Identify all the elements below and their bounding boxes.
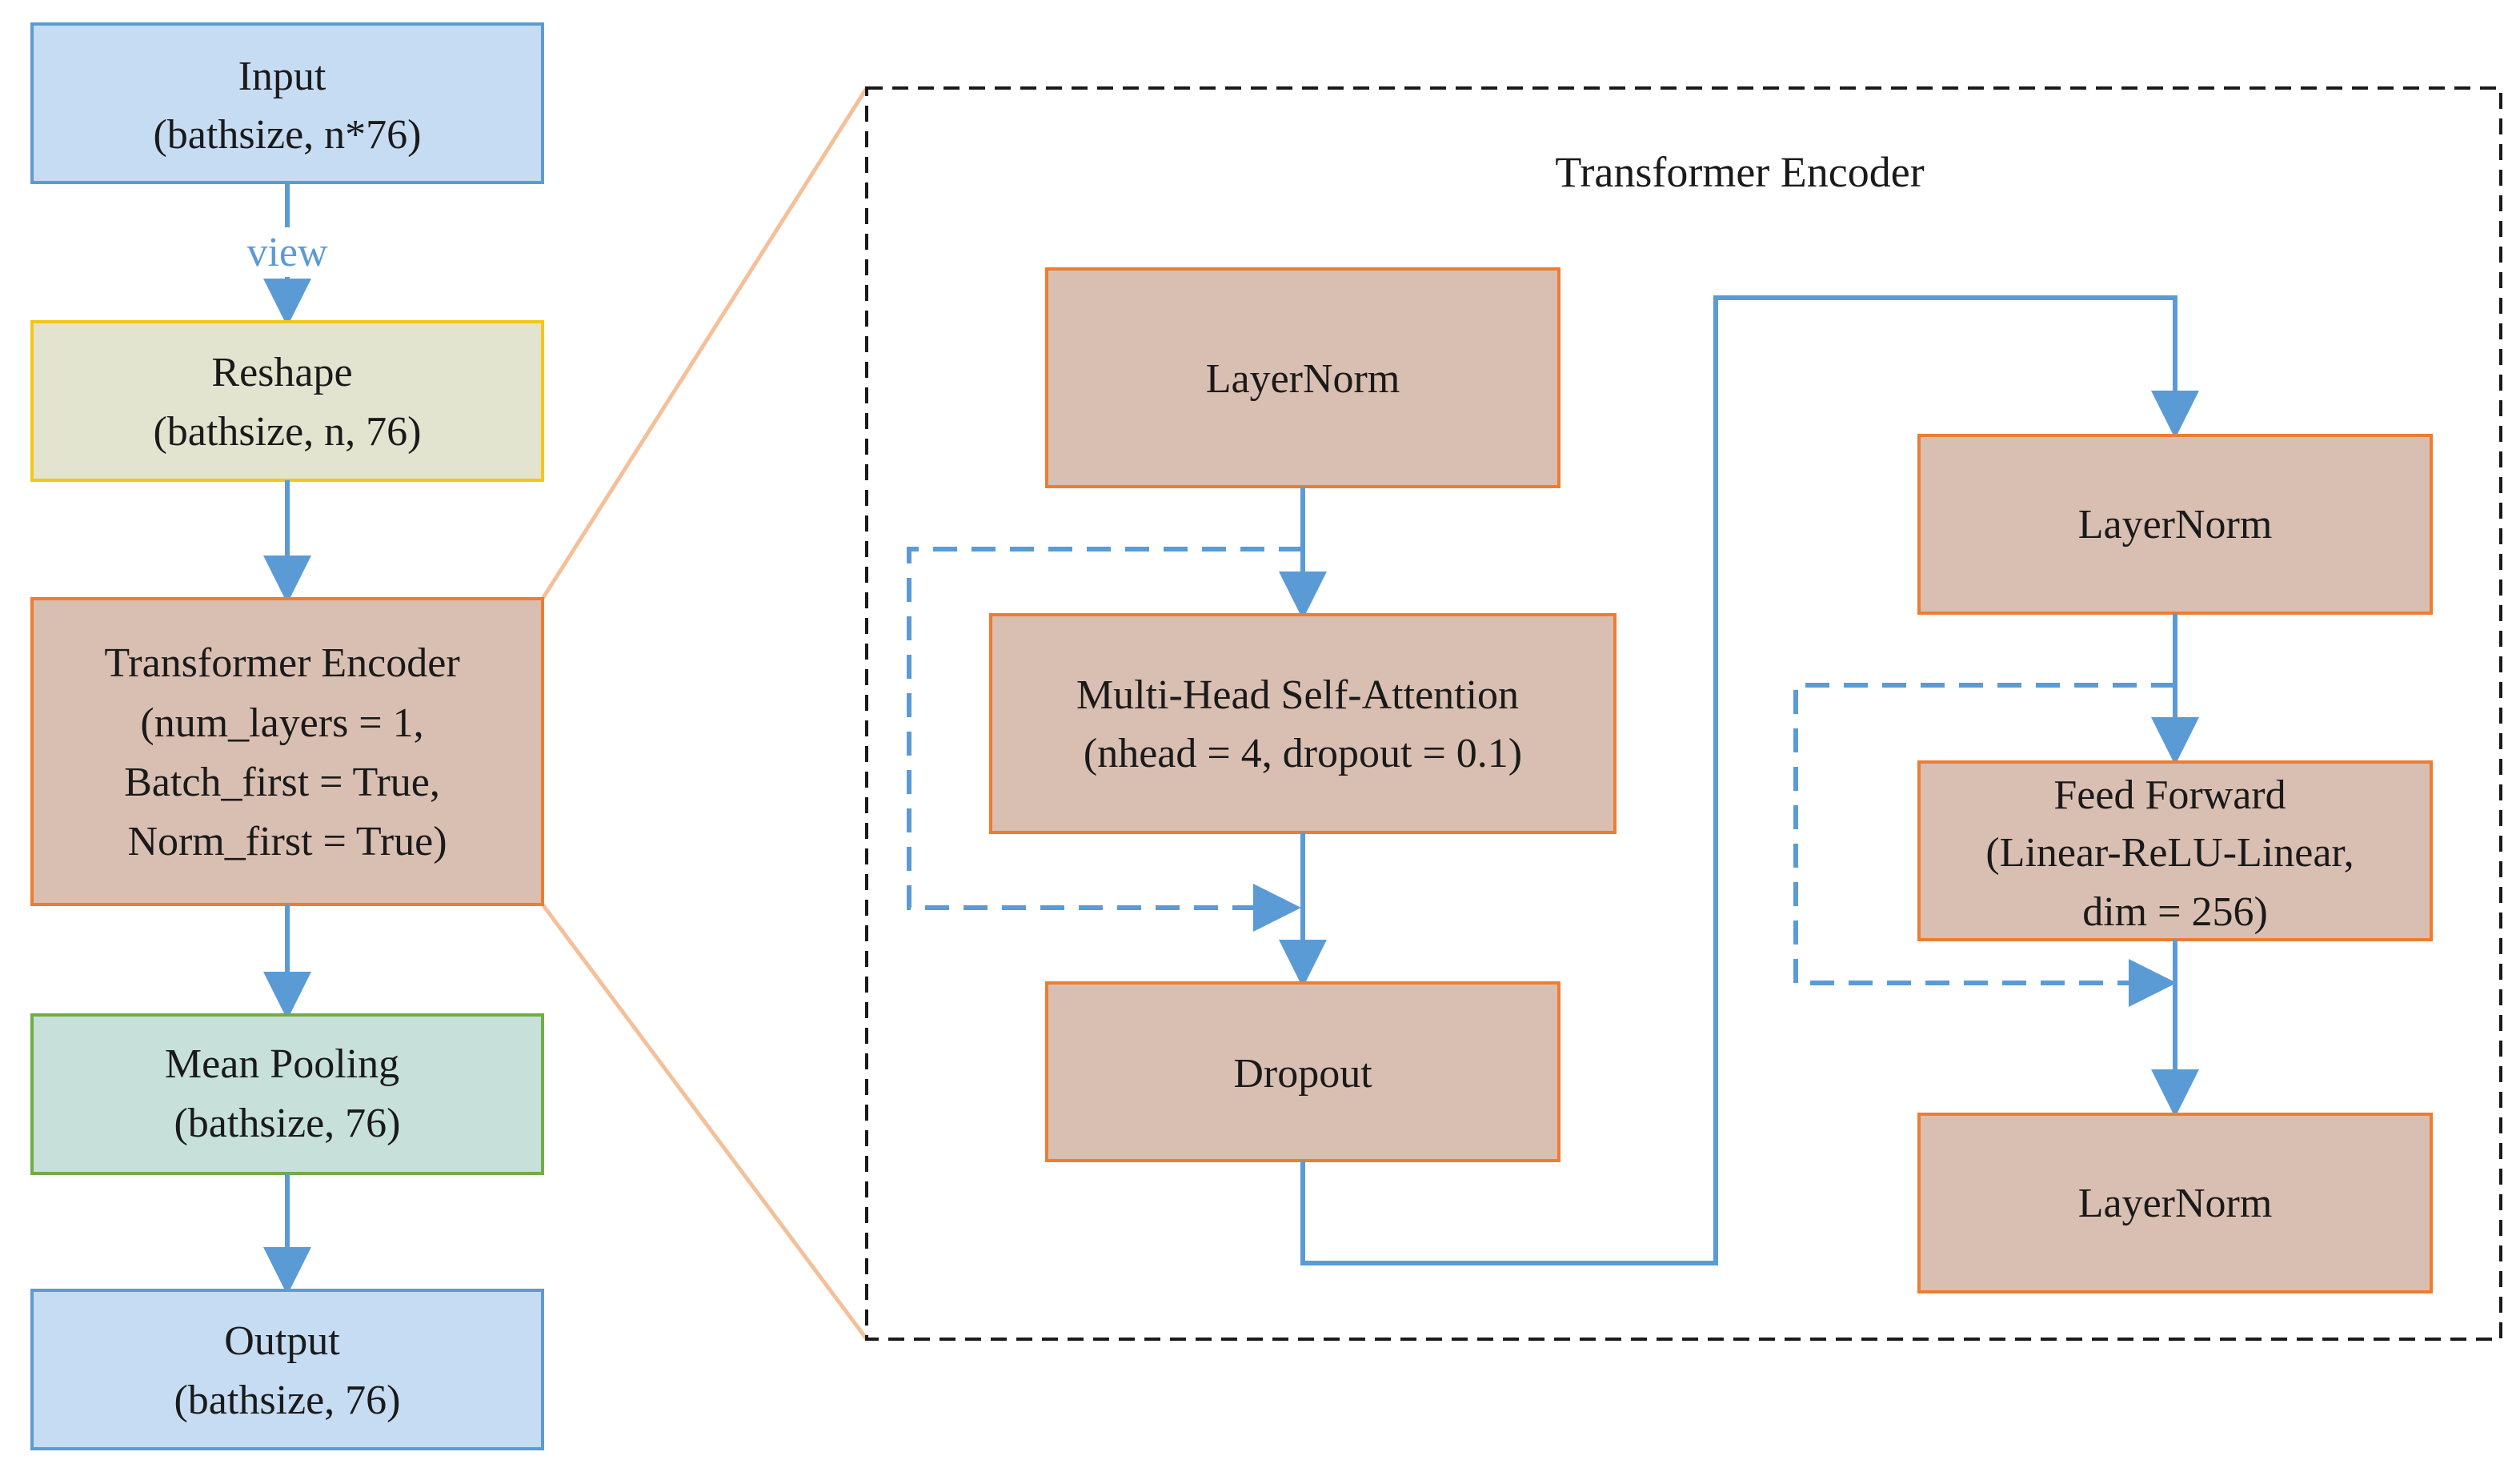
residual-path-1 xyxy=(907,547,1303,932)
connector-dropout-ln2 xyxy=(1300,295,2199,1265)
svg-text:Input (bathsize, n*76): Input (bathsize, n*76) xyxy=(153,54,421,158)
reshape-node: Reshape (bathsize, n, 76) xyxy=(30,320,544,482)
svg-text:Output (bathsize, 76): Output (bathsize, 76) xyxy=(174,1318,400,1423)
residual-path-2 xyxy=(1793,683,2177,1007)
layernorm-3-label: LayerNorm xyxy=(2078,1181,2273,1226)
pooling-node: Mean Pooling (bathsize, 76) xyxy=(30,1013,544,1175)
output-shape: (bathsize, 76) xyxy=(174,1378,400,1423)
layernorm-2-node: LayerNorm xyxy=(1917,434,2433,615)
output-label: Output xyxy=(224,1318,340,1364)
layernorm-2-label: LayerNorm xyxy=(2078,502,2273,547)
svg-text:Reshape (bathsize, n, 76: Reshape (bathsize, n, 76) xyxy=(153,350,421,455)
input-label: Input xyxy=(238,54,327,99)
attention-params: (nhead = 4, dropout = 0.1) xyxy=(1084,731,1522,776)
layernorm-3-node: LayerNorm xyxy=(1917,1113,2433,1293)
zoom-line-top xyxy=(540,86,869,600)
attention-label: Multi-Head Self-Attention xyxy=(1076,672,1519,718)
pooling-label: Mean Pooling xyxy=(165,1041,399,1087)
layernorm-1-node: LayerNorm xyxy=(1045,267,1560,488)
input-shape: (bathsize, n*76) xyxy=(153,112,421,158)
detail-frame xyxy=(865,86,2502,1341)
feed-forward-params-2: dim = 256) xyxy=(2082,889,2268,935)
pooling-shape: (bathsize, 76) xyxy=(174,1101,400,1146)
output-node: Output (bathsize, 76) xyxy=(30,1289,544,1450)
layernorm-1-label: LayerNorm xyxy=(1206,356,1400,402)
svg-text:Mean Pooling (bathsize,: Mean Pooling (bathsize, 76) xyxy=(165,1041,410,1146)
detail-title: Transformer Encoder xyxy=(1555,148,1924,196)
reshape-label: Reshape xyxy=(211,350,352,395)
feed-forward-params-1: (Linear-ReLU-Linear, xyxy=(1985,830,2354,876)
zoom-line-bottom xyxy=(540,903,869,1341)
feed-forward-node: Feed Forward (Linear-ReLU-Linear, dim = … xyxy=(1917,760,2433,941)
input-node: Input (bathsize, n*76) xyxy=(30,22,544,184)
view-label: view xyxy=(246,230,328,275)
reshape-shape: (bathsize, n, 76) xyxy=(153,409,421,455)
encoder-param-batch: Batch_first = True, xyxy=(124,760,440,805)
svg-text:Transformer Encoder (num: Transformer Encoder (num_layers = 1, Bat… xyxy=(104,640,470,864)
encoder-node: Transformer Encoder (num_layers = 1, Bat… xyxy=(30,597,544,906)
encoder-param-layers: (num_layers = 1, xyxy=(140,700,423,746)
encoder-param-norm: Norm_first = True) xyxy=(127,819,447,864)
encoder-label: Transformer Encoder xyxy=(104,640,459,686)
view-label-bg xyxy=(232,227,344,277)
dropout-node: Dropout xyxy=(1045,981,1560,1162)
feed-forward-label: Feed Forward xyxy=(2053,772,2286,818)
attention-node: Multi-Head Self-Attention (nhead = 4, dr… xyxy=(989,613,1617,834)
svg-text:Feed Forward (Linear-ReL: Feed Forward (Linear-ReLU-Linear, dim = … xyxy=(1985,772,2364,935)
svg-text:Multi-Head Self-Attention: Multi-Head Self-Attention (nhead = 4, dr… xyxy=(1076,672,1529,776)
dropout-label: Dropout xyxy=(1233,1051,1372,1097)
